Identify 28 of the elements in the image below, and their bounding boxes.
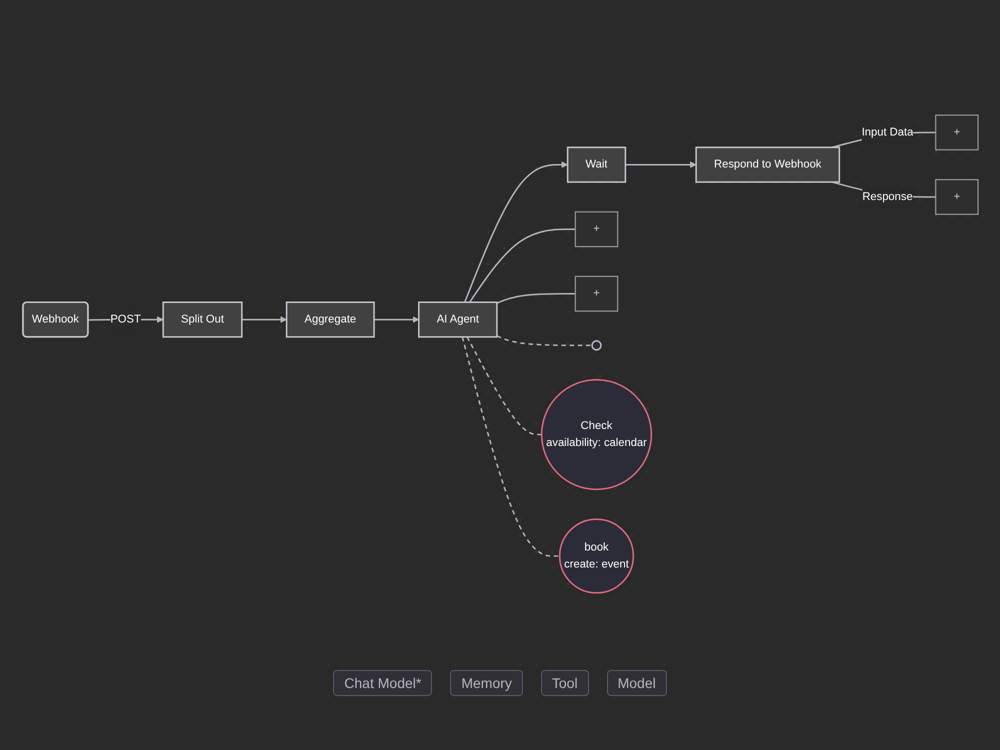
node-box: + (574, 211, 618, 248)
node-box: AI Agent (418, 302, 498, 338)
node-box: Respond to Webhook (694, 146, 840, 183)
edge-label: Input Data (861, 126, 913, 138)
arrow (464, 161, 568, 303)
port-label: Model (606, 670, 667, 696)
node-box: Split Out (162, 302, 242, 338)
arrow (374, 316, 419, 323)
node-circle: Check availability: calendar (540, 378, 652, 490)
node-circle (590, 340, 602, 351)
arrow (241, 316, 286, 323)
port-label: Tool (540, 670, 589, 696)
port-label: Memory (450, 670, 523, 696)
node-box: + (934, 114, 978, 150)
node-box: + (574, 276, 618, 312)
edge-label: POST (110, 312, 140, 326)
port-label: Chat Model* (333, 670, 432, 696)
connector (496, 335, 592, 346)
connector (461, 336, 560, 557)
connector (496, 293, 575, 304)
node-circle: book create: event (558, 518, 634, 594)
edge-label: Response (862, 190, 912, 203)
node-box: Wait (566, 146, 626, 183)
connector (468, 228, 575, 303)
arrow (624, 161, 696, 168)
node-box: + (934, 179, 978, 215)
connector (466, 336, 542, 436)
node-box: Aggregate (285, 302, 374, 338)
